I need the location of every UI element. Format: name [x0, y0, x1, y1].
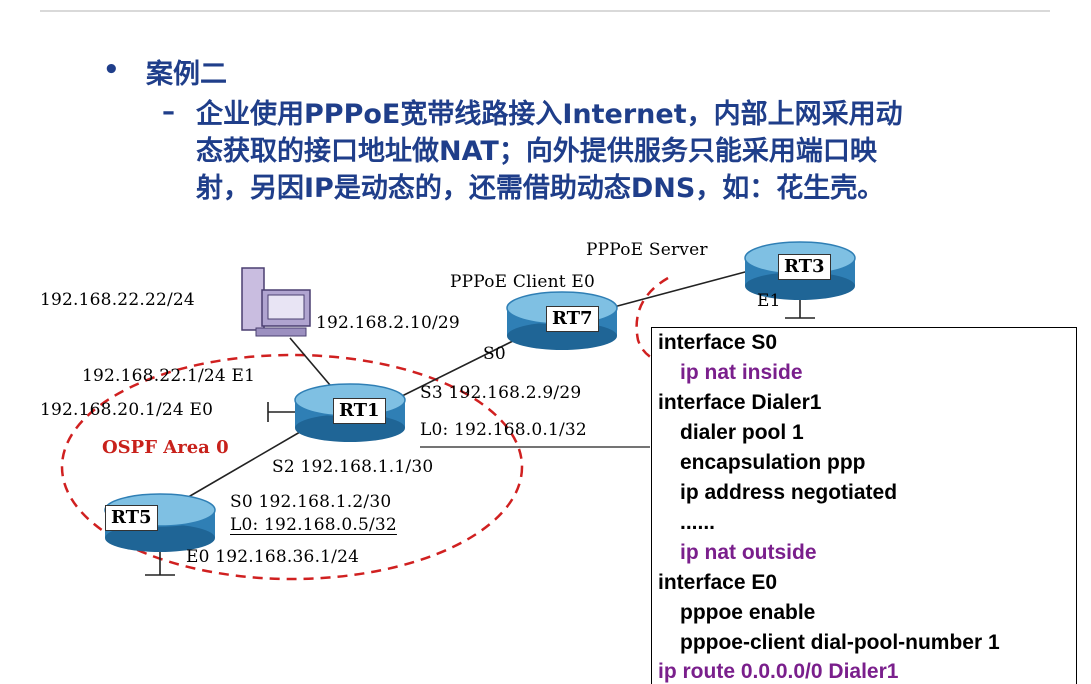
pppoe-server-label: PPPoE Server — [586, 240, 708, 260]
config-line: interface S0 — [658, 331, 778, 354]
link-pc-rt1 — [289, 337, 331, 386]
description-line: 企业使用PPPoE宽带线路接入Internet，内部上网采用动 — [196, 99, 903, 130]
rt1-e1-label: 192.168.22.1/24 E1 — [82, 366, 256, 386]
rt5-lo-label: L0: 192.168.0.5/32 — [230, 515, 397, 535]
description-line: 射，另因IP是动态的，还需借助动态DNS，如：花生壳。 — [196, 173, 885, 204]
rt7-ip-label: 192.168.2.10/29 — [316, 313, 460, 333]
config-line: ...... — [680, 511, 716, 534]
config-line: interface E0 — [658, 571, 778, 594]
rt1-s2-label: S2 192.168.1.1/30 — [272, 457, 434, 477]
router-rt7-label: RT7 — [546, 306, 599, 332]
rt1-s3-label: S3 192.168.2.9/29 — [420, 383, 582, 403]
config-line: ip address negotiated — [680, 481, 898, 504]
slide-description: 企业使用PPPoE宽带线路接入Internet，内部上网采用动 态获取的接口地址… — [196, 96, 1006, 207]
config-line: ip nat outside — [680, 541, 817, 564]
rt5-e0-label: E0 192.168.36.1/24 — [186, 547, 360, 567]
pppoe-client-label: PPPoE Client E0 — [450, 272, 596, 292]
link-rt7-rt3 — [609, 267, 761, 309]
pppoe-link-boundary — [635, 276, 669, 360]
config-line: pppoe enable — [680, 601, 816, 624]
top-divider — [40, 10, 1050, 12]
config-line: dialer pool 1 — [680, 421, 804, 444]
router-rt3-label: RT3 — [778, 254, 831, 280]
config-box: interface S0 ip nat inside interface Dia… — [651, 327, 1077, 684]
rt7-s0-label: S0 — [483, 344, 506, 364]
link-rt1-rt7 — [399, 334, 526, 398]
pc-ip-label: 192.168.22.22/24 — [40, 290, 195, 310]
ospf-area-label: OSPF Area 0 — [102, 437, 229, 458]
ospf-area-boundary — [60, 353, 524, 581]
rt1-e0-label: 192.168.20.1/24 E0 — [40, 400, 214, 420]
router-rt1-label: RT1 — [333, 398, 386, 424]
slide-heading: 案例二 — [146, 59, 227, 90]
dash-marker: – — [162, 97, 175, 127]
config-line: pppoe-client dial-pool-number 1 — [680, 631, 1000, 654]
rt5-s0-label: S0 192.168.1.2/30 — [230, 492, 392, 512]
pc-icon — [241, 267, 311, 337]
rt3-e1-label: E1 — [757, 291, 781, 311]
config-line: interface Dialer1 — [658, 391, 822, 414]
rt1-lo-label: L0: 192.168.0.1/32 — [420, 420, 587, 440]
config-line: encapsulation ppp — [680, 451, 866, 474]
router-rt5-label: RT5 — [105, 505, 158, 531]
link-rt1-rt5 — [177, 424, 313, 504]
config-line: ip nat inside — [680, 361, 803, 384]
config-line: ip route 0.0.0.0/0 Dialer1 — [658, 660, 899, 683]
description-line: 态获取的接口地址做NAT；向外提供服务只能采用端口映 — [196, 136, 877, 167]
bullet-marker: • — [103, 55, 120, 85]
